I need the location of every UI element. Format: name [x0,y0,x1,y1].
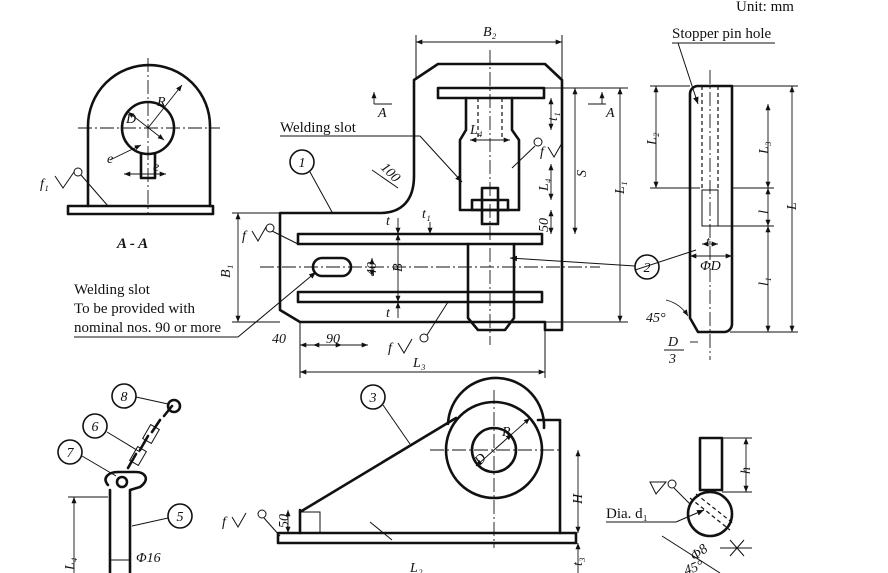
dim-40-slot: 40 [365,262,380,276]
dim-h-detail: h [739,467,754,474]
lower-right-detail: h Dia. d₁ Φ8 45° [606,436,754,573]
chain-links [126,404,174,470]
lower-left-pin-view: L₄ Φ16 8 6 7 5 [57,383,193,573]
lower-bracket-view: R D 50 H t₃ L₂ 3 f [222,376,586,573]
section-outline [86,63,212,208]
f-label-bottom: f [388,341,394,356]
part-number-2: 2 [644,261,651,276]
dim-50-lower: 50 [277,514,292,528]
dim-e-bottom: e [153,160,159,175]
pin-lower [466,242,516,332]
f-label-lower: f [222,515,228,530]
dim-50-front: 50 [537,218,552,232]
pin-head [104,470,148,573]
part-number-7: 7 [67,446,75,461]
dim-l2-lower: L₂ [409,561,423,573]
dim-40-bottom: 40 [272,332,286,347]
side-view: Stopper pin hole L₂ L₃ l l₁ L t ΦD 45° D… [645,26,800,367]
dim-l2: L₂ [645,132,660,146]
dim-l3-front: L₃ [412,356,426,371]
dim-t3: t₃ [571,557,586,566]
dim-l4-lower: L₄ [63,557,78,571]
dim-d-three: 3 [668,352,676,367]
dim-l1-front: L₁ [613,181,628,195]
welding-slot-note-2: To be provided with [74,301,196,317]
f-label-top: f [540,145,546,160]
unit-label: Unit: mm [736,0,794,15]
top-crossbar [436,86,546,100]
part-number-6: 6 [92,420,99,435]
dim-l3-side: L₃ [757,141,772,155]
dim-t1-top: t₁ [546,112,561,121]
dim-phi-d: ΦD [700,259,721,274]
dim-l4-front: L₄ [537,178,552,192]
dim-l1-side: l₁ [757,277,772,286]
bracket-base [276,531,578,545]
detail-pin-head [686,490,734,538]
dim-r-lower: R [501,425,511,440]
dim-t-upper: t [386,214,391,229]
dim-t-side: t [706,235,711,250]
part-number-8: 8 [121,390,128,405]
dim-l-side: l [757,210,772,214]
dim-angle-45-detail: 45° [682,558,706,573]
dim-b: B [391,263,406,272]
dim-d-over: D [667,335,678,350]
dim-t1-front: t₁ [422,207,431,222]
dim-d-lower: D [471,451,489,469]
dim-phi16: Φ16 [136,551,161,566]
main-body-outline [278,62,564,332]
section-base-plate [66,204,215,216]
part-number-5: 5 [177,510,184,525]
detail-pin-shank [698,436,724,492]
dim-l4-pin: L₄ [469,123,483,138]
f1-label: f₁ [40,177,49,192]
section-label: A - A [116,236,148,252]
dim-h-upper: H [571,493,586,505]
section-mark-a-left: A [377,106,387,121]
dim-s: S [575,170,590,177]
welding-slot-oval [311,256,353,278]
dim-l-overall: L [785,202,800,211]
welding-slot-note-3: nominal nos. 90 or more [74,320,221,336]
pin-upper [458,96,521,212]
bracket-eye [446,376,546,430]
lower-plate [296,290,544,304]
upper-plate [296,232,544,246]
part-number-1: 1 [299,156,306,171]
dia-d1-label: Dia. d₁ [606,506,648,522]
dim-r-section: R [156,95,166,110]
part-number-3: 3 [369,391,377,406]
welding-slot-note-1: Welding slot [74,282,151,298]
section-mark-a-right: A [605,106,615,121]
side-body-outline [688,84,734,334]
front-view: B₂ A A B₁ B 40 t t t₁ S L₁ t₁ L₄ 50 L₄ [74,25,697,378]
bracket-side [298,416,562,535]
f-label-left: f [242,229,248,244]
welding-slot-label: Welding slot [280,120,357,136]
dim-d-section: D [125,112,136,127]
dim-angle-45: 45° [646,311,666,326]
section-view-a-a: R D e e A - A f₁ [40,58,220,252]
dim-t-lower: t [386,306,391,321]
dim-b2: B₂ [483,25,497,40]
stopper-pin-hole-label: Stopper pin hole [672,26,771,42]
dim-90: 90 [326,332,340,347]
dim-e-left: e [107,152,113,167]
dim-b1: B₁ [219,265,234,278]
